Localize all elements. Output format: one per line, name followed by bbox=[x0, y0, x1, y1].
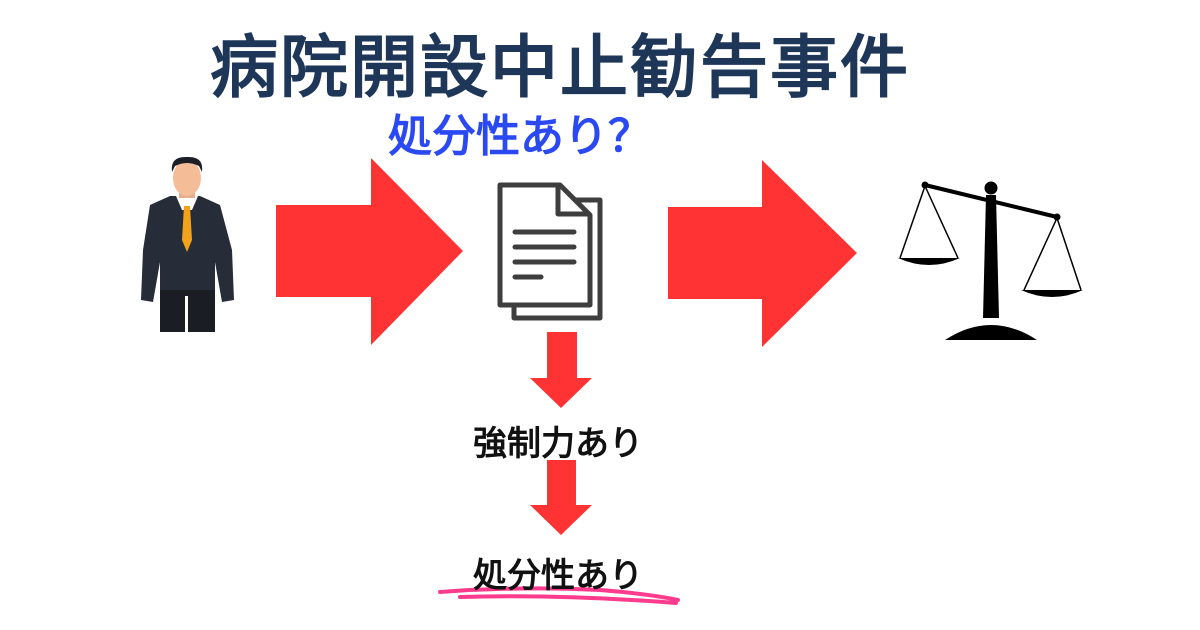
step-label-coercive-force: 強制力あり bbox=[473, 424, 643, 464]
document-icon bbox=[497, 182, 603, 321]
down-arrow-1 bbox=[530, 332, 592, 408]
right-arrow-1 bbox=[276, 158, 463, 345]
down-arrow-2 bbox=[530, 460, 592, 535]
businessman-icon bbox=[141, 156, 234, 332]
step-label-dispositiveness: 処分性あり bbox=[473, 556, 643, 596]
scales-of-justice-icon bbox=[898, 181, 1083, 340]
highlight-underline bbox=[438, 586, 680, 605]
subtitle-question: 処分性あり？ bbox=[388, 111, 652, 162]
page-title: 病院開設中止勧告事件 bbox=[209, 29, 910, 108]
right-arrow-2 bbox=[668, 160, 857, 347]
